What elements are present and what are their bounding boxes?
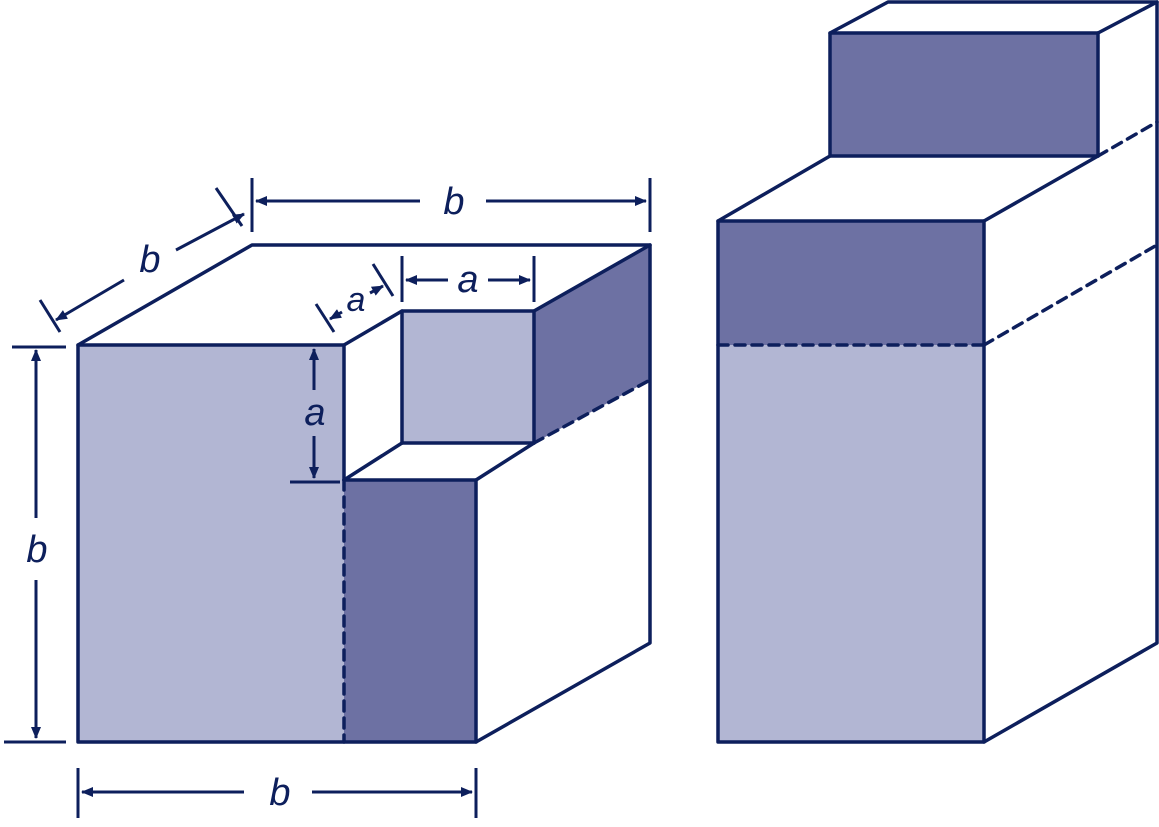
right-solid (716, 0, 1159, 744)
left-hidden-slant-edge (532, 378, 652, 445)
right-front-dark-band (718, 221, 984, 345)
right-upper-block-top (830, 2, 1157, 33)
left-solid-edges (76, 243, 652, 744)
right-solid-edges (716, 0, 1159, 744)
bottom-width-b-label: b (269, 772, 290, 814)
top-width-b-label: b (443, 181, 464, 223)
left-notch-side-wall (344, 311, 402, 480)
notch-width-a-label: a (457, 259, 478, 301)
right-hidden-upper-slant (1096, 120, 1159, 158)
depth-b-arrow-left (55, 278, 125, 322)
right-front-light-face (718, 345, 984, 742)
right-upper-block-side (1098, 2, 1157, 156)
notch-depth-a-tick-start (314, 303, 336, 333)
right-outline-edge (716, 0, 1159, 744)
depth-b-label: b (139, 239, 160, 281)
right-upper-top-slant-edge (1096, 0, 1159, 35)
right-hidden-band-slant (982, 243, 1159, 347)
right-side-face (984, 122, 1157, 742)
right-step-top-face (718, 156, 1098, 221)
depth-b-tick-start (38, 299, 62, 333)
height-b-label: b (26, 529, 47, 571)
notch-depth-a-tick-end (371, 263, 395, 297)
left-solid: b b b b a (4, 178, 652, 818)
depth-b-arrow-right (175, 212, 245, 252)
left-dimensions: b b b b a (4, 178, 652, 818)
left-right-side-face (476, 380, 650, 742)
left-top-face (78, 245, 650, 345)
left-notch-floor-edge (342, 441, 404, 482)
left-step-slant-edge (474, 441, 536, 482)
left-notch-back-face (402, 311, 534, 443)
left-notch-floor (344, 443, 534, 480)
notch-height-a-label: a (304, 392, 325, 434)
notch-depth-a-arrow-left (329, 309, 343, 321)
right-upper-block-front (830, 33, 1098, 156)
notch-depth-a-label: a (347, 281, 366, 319)
right-step-side-edge (982, 154, 1100, 223)
left-front-face (78, 345, 344, 742)
left-front-dark-strip (344, 480, 476, 742)
notch-depth-a-arrow-right (369, 284, 384, 296)
